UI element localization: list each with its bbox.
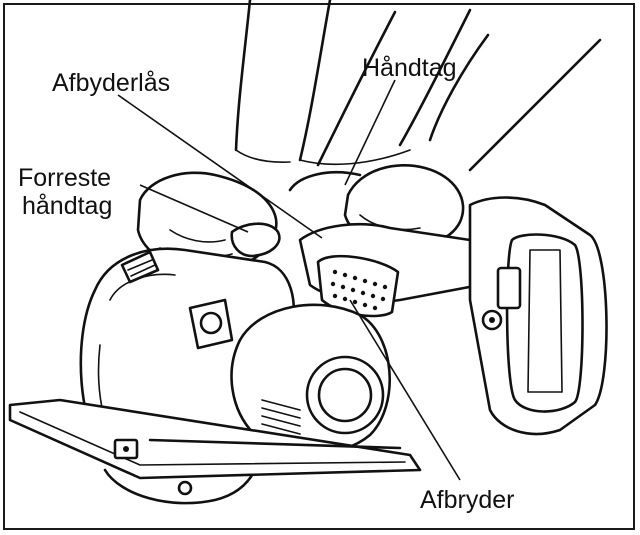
label-handle: Håndtag bbox=[362, 54, 457, 82]
arm-sleeves bbox=[234, 0, 602, 172]
leader-switch-lock bbox=[117, 94, 323, 239]
leader-switch bbox=[349, 299, 461, 481]
label-front-handle-line2: håndtag bbox=[22, 192, 113, 220]
switch-grip-texture bbox=[330, 269, 388, 311]
saw-blade bbox=[103, 468, 257, 505]
base-plate bbox=[8, 398, 422, 480]
label-switch: Afbryder bbox=[420, 486, 515, 514]
label-switch-lock: Afbyderlås bbox=[52, 69, 171, 97]
motor-housing bbox=[230, 303, 391, 456]
switch-grip bbox=[316, 254, 400, 318]
label-front-handle-line1: Forreste bbox=[18, 164, 112, 192]
battery-details bbox=[481, 266, 522, 331]
leader-handle bbox=[344, 79, 396, 186]
leader-lines bbox=[117, 79, 461, 481]
leader-front-handle bbox=[139, 184, 249, 233]
